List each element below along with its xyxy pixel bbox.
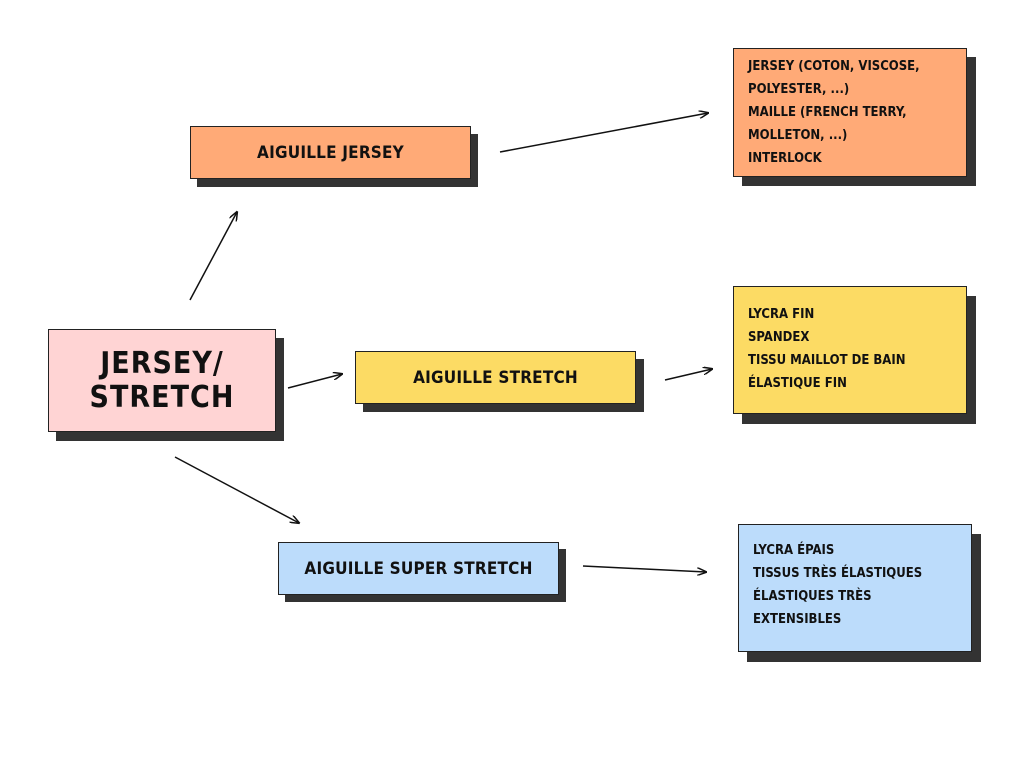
arrow-main-to-stretch bbox=[287, 374, 342, 389]
fabric-item: EXTENSIBLES bbox=[753, 612, 842, 627]
arrow-super-stretch-to-fabrics bbox=[582, 565, 706, 572]
main-node-jersey-stretch: JERSEY/ STRETCH bbox=[48, 329, 276, 432]
needle-stretch-box: AIGUILLE STRETCH bbox=[355, 351, 636, 404]
needle-jersey-box: AIGUILLE JERSEY bbox=[190, 126, 471, 179]
needle-jersey-label: AIGUILLE JERSEY bbox=[257, 142, 404, 163]
fabric-item: ÉLASTIQUE FIN bbox=[748, 376, 847, 391]
needle-stretch-label: AIGUILLE STRETCH bbox=[413, 367, 578, 388]
needle-super-stretch-label: AIGUILLE SUPER STRETCH bbox=[304, 558, 533, 579]
main-node-line1: JERSEY/ bbox=[100, 345, 224, 381]
fabric-item: ÉLASTIQUES TRÈS bbox=[753, 589, 872, 604]
fabric-item: INTERLOCK bbox=[748, 151, 822, 166]
fabrics-super-stretch-box: LYCRA ÉPAIS TISSUS TRÈS ÉLASTIQUES ÉLAST… bbox=[738, 524, 972, 652]
fabric-item: JERSEY (COTON, VISCOSE, bbox=[748, 59, 920, 74]
arrow-main-to-super-stretch bbox=[174, 456, 299, 523]
arrow-jersey-to-fabrics bbox=[499, 113, 708, 153]
fabric-item: SPANDEX bbox=[748, 330, 810, 345]
fabric-item: TISSU MAILLOT DE BAIN bbox=[748, 353, 906, 368]
arrow-stretch-to-fabrics bbox=[664, 369, 712, 381]
fabrics-jersey-box: JERSEY (COTON, VISCOSE, POLYESTER, ...) … bbox=[733, 48, 967, 177]
fabric-item: LYCRA ÉPAIS bbox=[753, 543, 835, 558]
fabric-item: LYCRA FIN bbox=[748, 307, 815, 322]
fabrics-stretch-box: LYCRA FIN SPANDEX TISSU MAILLOT DE BAIN … bbox=[733, 286, 967, 414]
needle-super-stretch-box: AIGUILLE SUPER STRETCH bbox=[278, 542, 559, 595]
fabric-item: MOLLETON, ...) bbox=[748, 128, 848, 143]
fabric-item: MAILLE (FRENCH TERRY, bbox=[748, 105, 907, 120]
main-node-line2: STRETCH bbox=[89, 379, 235, 415]
fabric-item: POLYESTER, ...) bbox=[748, 82, 850, 97]
fabric-item: TISSUS TRÈS ÉLASTIQUES bbox=[753, 566, 923, 581]
arrow-main-to-jersey bbox=[189, 212, 237, 301]
